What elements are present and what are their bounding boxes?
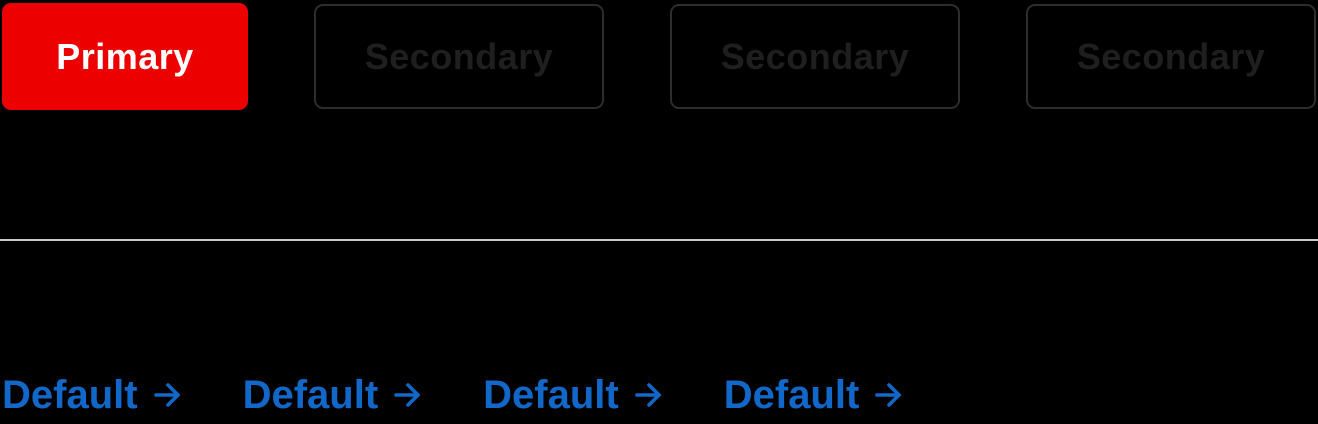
secondary-button[interactable]: Secondary — [1026, 4, 1316, 109]
buttons-row: Primary Secondary Secondary Secondary — [2, 3, 1316, 110]
default-link[interactable]: Default — [483, 372, 664, 418]
arrow-right-icon — [874, 382, 904, 408]
links-row: Default Default Default Default — [2, 372, 904, 418]
horizontal-divider — [0, 239, 1318, 241]
default-link-label: Default — [483, 373, 619, 417]
secondary-button[interactable]: Secondary — [314, 4, 604, 109]
secondary-button[interactable]: Secondary — [670, 4, 960, 109]
default-link-label: Default — [242, 373, 379, 417]
arrow-right-icon — [393, 382, 423, 408]
default-link-label: Default — [723, 373, 860, 417]
arrow-right-icon — [153, 382, 183, 408]
default-link[interactable]: Default — [724, 372, 905, 418]
default-link[interactable]: Default — [2, 372, 183, 418]
default-link[interactable]: Default — [243, 372, 424, 418]
arrow-right-icon — [634, 382, 664, 408]
primary-button[interactable]: Primary — [2, 3, 248, 110]
default-link-label: Default — [2, 373, 138, 417]
